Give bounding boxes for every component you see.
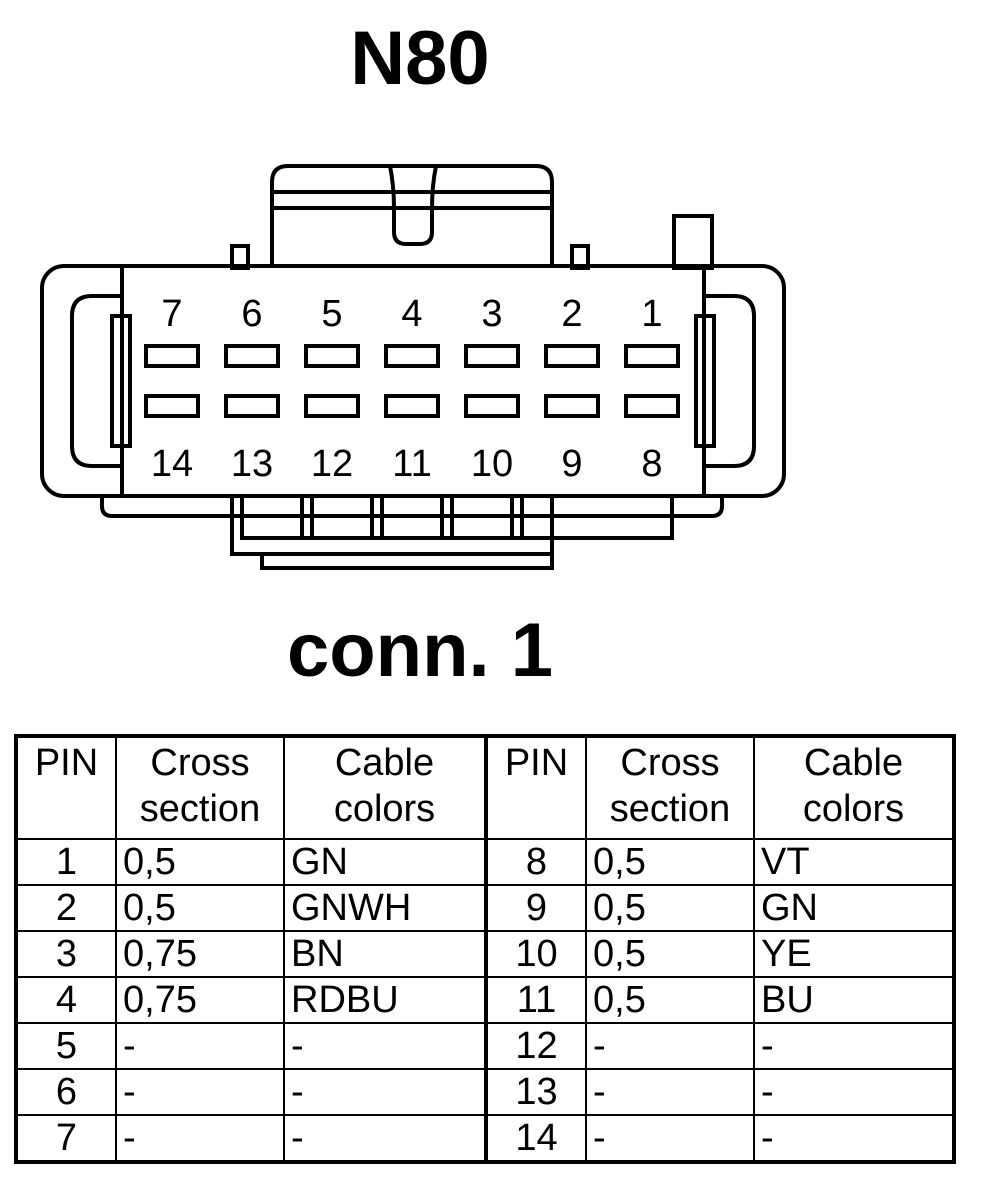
pin-assignment-table: PIN Cross section Cable colors PIN Cross…	[14, 734, 956, 1164]
cable-color-cell: -	[753, 1022, 955, 1070]
pin-cell: 9	[485, 884, 587, 932]
table-row: 6--13--	[15, 1068, 955, 1116]
cable-color-cell: BU	[753, 976, 955, 1024]
pin-cell: 6	[15, 1068, 117, 1116]
pin-number-label: 10	[471, 443, 513, 485]
pin-number-label: 3	[481, 293, 502, 335]
cross-section-cell: -	[585, 1068, 755, 1116]
connector-drawing: 7 6 5 4 3 2 1 14 13 12 11 10 9 8	[40, 164, 786, 570]
pin-slot	[464, 394, 520, 418]
pin-slot	[224, 344, 280, 368]
pin-cell: 11	[485, 976, 587, 1024]
pin-number-label: 14	[151, 443, 193, 485]
header-cable-colors: Cable colors	[283, 735, 488, 840]
pin-slot	[624, 344, 680, 368]
diagram-title: N80	[350, 16, 490, 101]
pin-cell: 1	[15, 838, 117, 886]
cross-section-cell: -	[115, 1068, 285, 1116]
cable-color-cell: GN	[283, 838, 488, 886]
cross-section-cell: 0,5	[585, 884, 755, 932]
cable-color-cell: VT	[753, 838, 955, 886]
pin-slot	[464, 344, 520, 368]
pin-cell: 13	[485, 1068, 587, 1116]
table-header-row: PIN Cross section Cable colors PIN Cross…	[15, 735, 955, 840]
cross-section-cell: 0,75	[115, 976, 285, 1024]
cross-section-cell: 0,5	[115, 838, 285, 886]
header-cable-colors: Cable colors	[753, 735, 955, 840]
cable-color-cell: -	[753, 1068, 955, 1116]
table-row: 7--14--	[15, 1114, 955, 1163]
pin-slot	[544, 394, 600, 418]
pin-number-label: 11	[392, 443, 431, 485]
pin-slot	[224, 394, 280, 418]
cross-section-cell: -	[585, 1022, 755, 1070]
pin-number-label: 4	[401, 293, 422, 335]
pin-slot	[304, 394, 360, 418]
cross-section-cell: -	[585, 1114, 755, 1163]
pin-number-label: 5	[321, 293, 342, 335]
cable-color-cell: -	[283, 1114, 488, 1163]
pin-cell: 7	[15, 1114, 117, 1163]
cable-color-cell: -	[753, 1114, 955, 1163]
cross-section-cell: -	[115, 1022, 285, 1070]
cable-color-cell: GN	[753, 884, 955, 932]
cross-section-cell: -	[115, 1114, 285, 1163]
pin-number-label: 13	[231, 443, 273, 485]
pin-slot	[144, 394, 200, 418]
cross-section-cell: 0,75	[115, 930, 285, 978]
pin-number-label: 2	[561, 293, 582, 335]
connector-label: conn. 1	[286, 608, 554, 693]
pin-cell: 2	[15, 884, 117, 932]
pin-slot	[144, 344, 200, 368]
pin-number-label: 8	[641, 443, 662, 485]
pin-number-label: 9	[561, 443, 582, 485]
cable-color-cell: RDBU	[283, 976, 488, 1024]
table-row: 5--12--	[15, 1022, 955, 1070]
pin-number-label: 6	[241, 293, 262, 335]
cross-section-cell: 0,5	[115, 884, 285, 932]
header-cross-section: Cross section	[115, 735, 285, 840]
pin-cell: 4	[15, 976, 117, 1024]
pin-cell: 5	[15, 1022, 117, 1070]
header-cross-section: Cross section	[585, 735, 755, 840]
pin-slot	[384, 394, 440, 418]
cross-section-cell: 0,5	[585, 838, 755, 886]
pin-slot	[624, 394, 680, 418]
pin-cell: 10	[485, 930, 587, 978]
cross-section-cell: 0,5	[585, 930, 755, 978]
pin-slot	[384, 344, 440, 368]
pin-number-label: 1	[641, 293, 662, 335]
cable-color-cell: BN	[283, 930, 488, 978]
pin-number-label: 7	[161, 293, 182, 335]
cable-color-cell: -	[283, 1068, 488, 1116]
pin-cell: 8	[485, 838, 587, 886]
cable-color-cell: YE	[753, 930, 955, 978]
pin-cell: 12	[485, 1022, 587, 1070]
pin-slot	[304, 344, 360, 368]
cable-color-cell: -	[283, 1022, 488, 1070]
header-pin: PIN	[485, 735, 587, 840]
cable-color-cell: GNWH	[283, 884, 488, 932]
header-pin: PIN	[15, 735, 117, 840]
cross-section-cell: 0,5	[585, 976, 755, 1024]
pin-slot	[544, 344, 600, 368]
pin-cell: 3	[15, 930, 117, 978]
pin-number-label: 12	[311, 443, 353, 485]
pin-cell: 14	[485, 1114, 587, 1163]
